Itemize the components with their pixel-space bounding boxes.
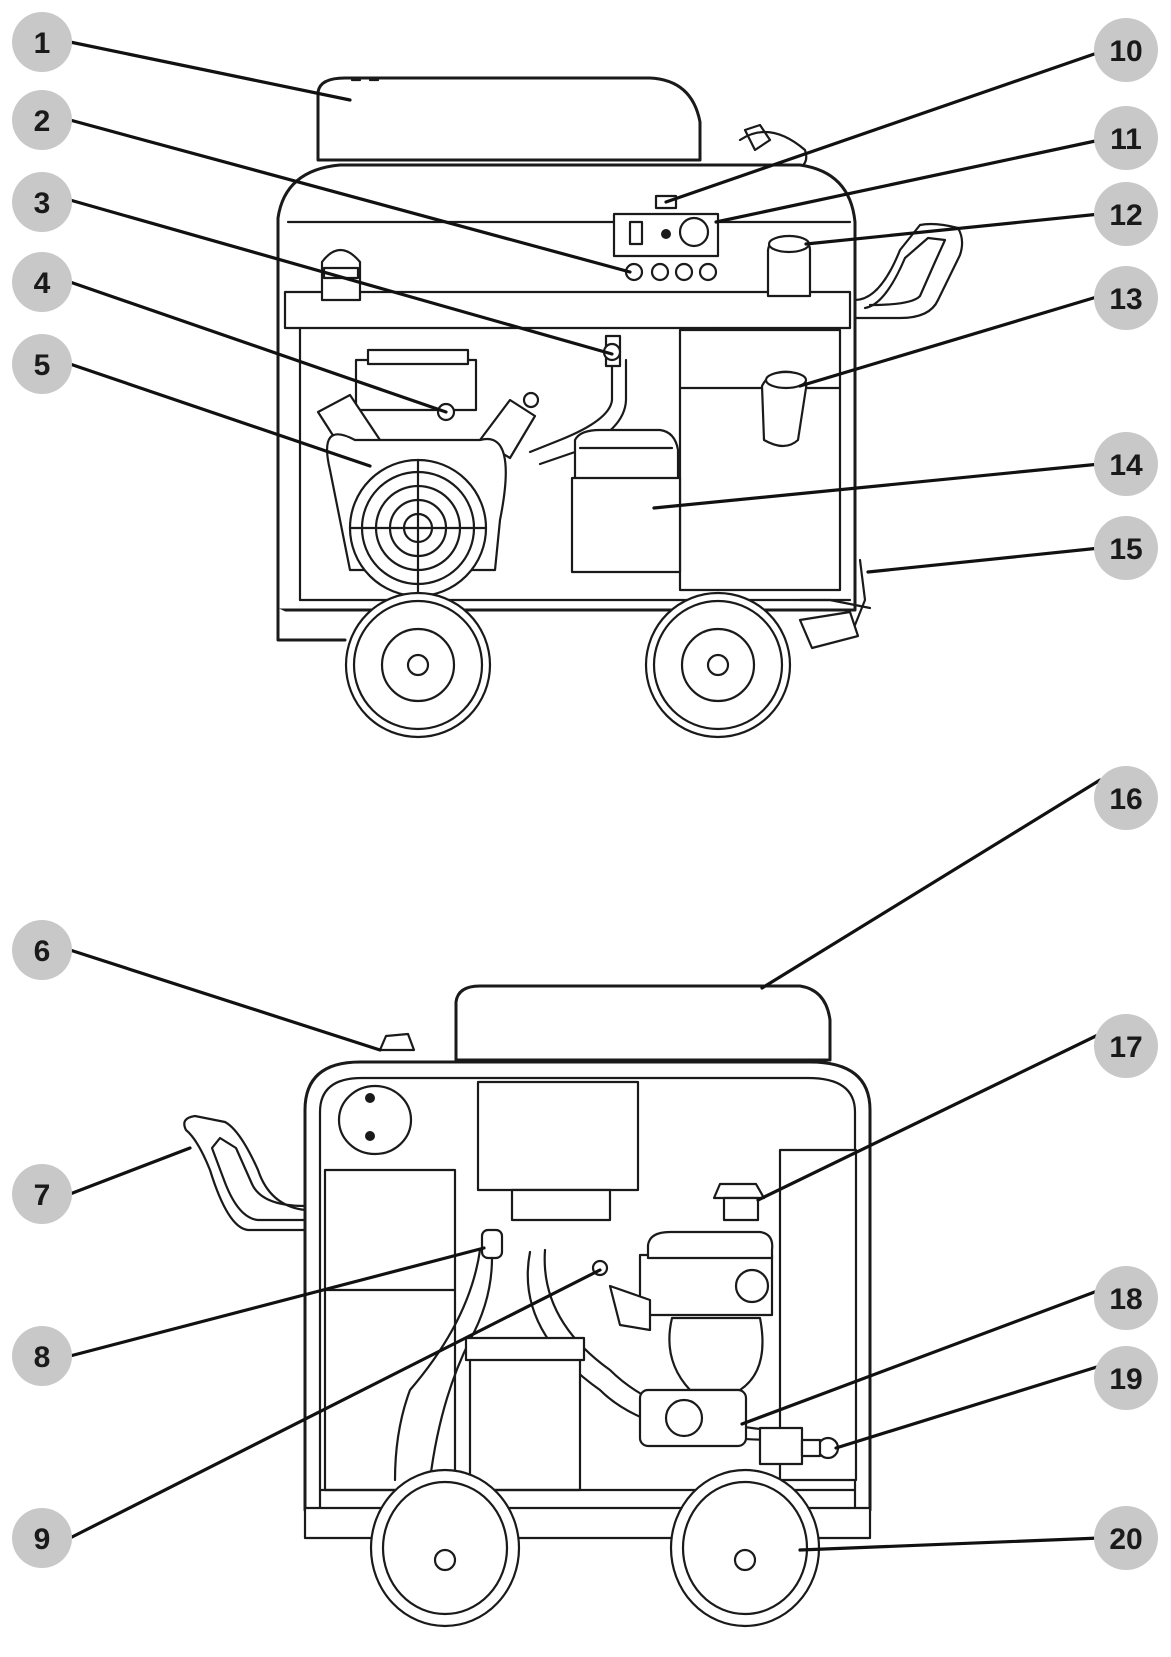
machine-front-view: [276, 76, 964, 739]
svg-text:7: 7: [34, 1179, 51, 1212]
leader-14: [652, 462, 1102, 510]
callout-9: 9: [12, 1508, 72, 1568]
callout-5: 5: [12, 334, 72, 394]
leader-10: [664, 50, 1102, 204]
svg-text:8: 8: [34, 1341, 51, 1374]
leader-19: [834, 1364, 1102, 1450]
callout-2: 2: [12, 90, 72, 150]
callout-13: 13: [1094, 266, 1158, 330]
svg-text:12: 12: [1109, 199, 1142, 232]
leader-7: [68, 1146, 192, 1196]
callout-10: 10: [1094, 18, 1158, 82]
svg-text:3: 3: [34, 187, 51, 220]
svg-text:9: 9: [34, 1523, 51, 1556]
callout-14: 14: [1094, 432, 1158, 496]
svg-text:11: 11: [1110, 123, 1142, 156]
svg-text:5: 5: [34, 349, 51, 382]
callout-7: 7: [12, 1164, 72, 1224]
callout-6: 6: [12, 920, 72, 980]
leader-2: [68, 118, 632, 274]
leader-3: [68, 198, 614, 356]
leader-20: [798, 1536, 1102, 1552]
svg-text:18: 18: [1109, 1283, 1142, 1316]
leader-12: [804, 212, 1102, 246]
leader-4: [68, 280, 448, 414]
leader-17: [756, 1032, 1102, 1202]
callout-8: 8: [12, 1326, 72, 1386]
svg-text:6: 6: [34, 935, 51, 968]
svg-text:19: 19: [1109, 1363, 1142, 1396]
leader-8: [68, 1246, 486, 1358]
leader-18: [740, 1288, 1102, 1426]
svg-text:17: 17: [1109, 1031, 1142, 1064]
svg-text:2: 2: [34, 105, 51, 138]
leader-11: [714, 138, 1102, 224]
leader-13: [798, 294, 1102, 388]
leader-1: [68, 40, 352, 102]
svg-text:1: 1: [34, 27, 51, 60]
leader-9: [68, 1268, 602, 1540]
callout-4: 4: [12, 252, 72, 312]
leader-5: [68, 362, 372, 468]
leader-lines: [68, 40, 1102, 1552]
callout-12: 12: [1094, 182, 1158, 246]
callout-16: 16: [1094, 766, 1158, 830]
machine-rear-view: [183, 984, 872, 1628]
callout-15: 15: [1094, 516, 1158, 580]
callout-1: 1: [12, 12, 72, 72]
svg-text:14: 14: [1109, 449, 1143, 482]
svg-text:16: 16: [1109, 783, 1142, 816]
svg-text:10: 10: [1109, 35, 1142, 68]
leader-6: [68, 948, 382, 1052]
callout-19: 19: [1094, 1346, 1158, 1410]
svg-text:4: 4: [34, 267, 51, 300]
callout-20: 20: [1094, 1506, 1158, 1570]
callout-18: 18: [1094, 1266, 1158, 1330]
svg-text:13: 13: [1109, 283, 1142, 316]
callout-17: 17: [1094, 1014, 1158, 1078]
callout-11: 11: [1094, 106, 1158, 170]
callouts: 1 2 3 4 5 6 7 8 9 10 11 12 13 14 15 16 1…: [12, 12, 1158, 1570]
leader-16: [760, 778, 1102, 990]
svg-text:20: 20: [1109, 1523, 1142, 1556]
leader-15: [866, 546, 1102, 574]
callout-3: 3: [12, 172, 72, 232]
svg-text:15: 15: [1109, 533, 1142, 566]
